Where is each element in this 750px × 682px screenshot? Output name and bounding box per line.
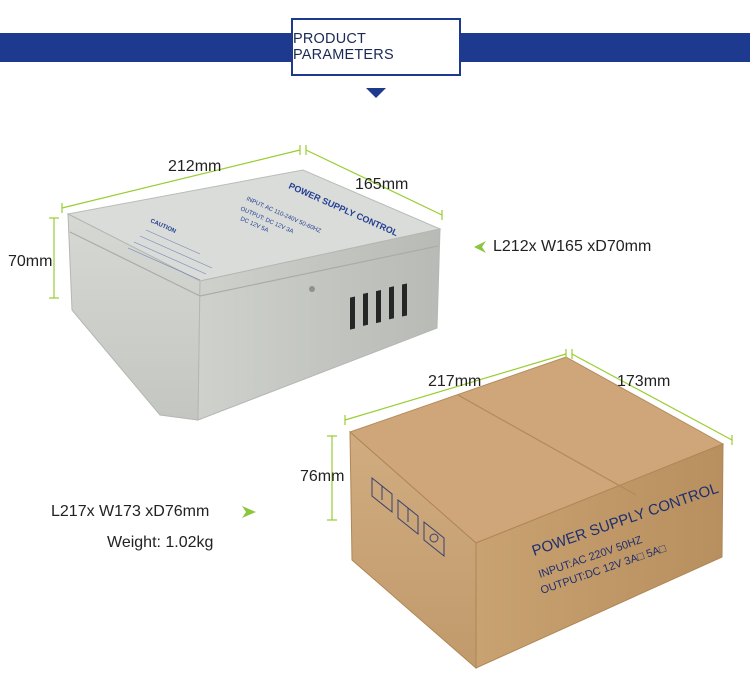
metal-height-label: 70mm: [8, 253, 53, 270]
handling-symbols-icon: [371, 476, 445, 558]
screw-icon: [309, 286, 315, 292]
section-title: PRODUCT PARAMETERS: [293, 31, 394, 63]
section-title-box: PRODUCT PARAMETERS: [291, 18, 461, 76]
carton-length-label: 217mm: [428, 373, 482, 390]
carton-spec-text: L217x W173 xD76mm: [51, 503, 210, 520]
metal-length-label: 212mm: [168, 158, 222, 175]
carton-box: POWER SUPPLY CONTROL INPUT:AC 220V 50HZ …: [349, 356, 725, 670]
metal-width-label: 165mm: [355, 176, 409, 193]
metal-spec-text: L212x W165 xD70mm: [493, 238, 652, 255]
carton-width-label: 173mm: [617, 373, 671, 390]
weight-text: Weight: 1.02kg: [107, 534, 214, 551]
metal-box: POWER SUPPLY CONTROL INPUT: AC 110-240V …: [66, 169, 442, 421]
title-arrow-icon: [366, 88, 386, 98]
carton-spec-arrow-icon: [242, 506, 256, 518]
vent-slots: [350, 283, 407, 330]
carton-height-label: 76mm: [300, 468, 345, 485]
metal-spec-arrow-icon: [474, 241, 486, 253]
carton-dimension-lines: [327, 349, 733, 521]
metal-dimension-lines: [49, 145, 443, 299]
